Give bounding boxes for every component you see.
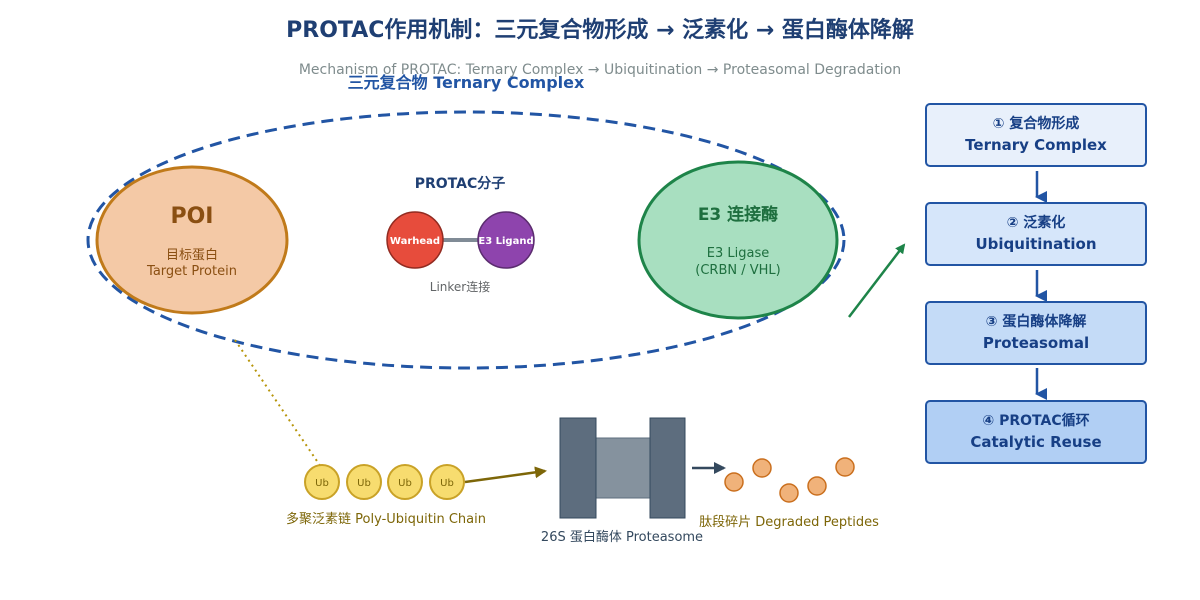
- proteasome-cap-right: [649, 417, 686, 519]
- step-2-line2: Ubiquitination: [975, 235, 1097, 253]
- ub-bead-2: [346, 464, 382, 500]
- proteasome-core: [593, 437, 653, 499]
- peptide-1: [724, 472, 744, 492]
- ub-bead-1: [304, 464, 340, 500]
- e3-name: E3 Ligase: [707, 246, 769, 261]
- step-3-line1: ③ 蛋白酶体降解: [985, 314, 1087, 330]
- step-1-line1: ① 复合物形成: [992, 116, 1080, 132]
- step-4-line1: ④ PROTAC循环: [982, 413, 1090, 429]
- main-title: PROTAC作用机制：三元复合物形成 → 泛素化 → 蛋白酶体降解: [286, 17, 914, 43]
- peptide-4: [807, 476, 827, 496]
- step-1-line2: Ternary Complex: [965, 136, 1107, 154]
- linker-label: Linker连接: [430, 279, 490, 294]
- ub-label-1: Ub: [315, 478, 329, 489]
- poi-name-en: Target Protein: [146, 264, 237, 279]
- ternary-complex-boundary: [86, 110, 846, 370]
- poi-name-cn: 目标蛋白: [166, 247, 218, 263]
- step-4-line2: Catalytic Reuse: [970, 433, 1102, 451]
- subtitle: Mechanism of PROTAC: Ternary Complex → U…: [299, 62, 901, 78]
- step-1-box: ① 复合物形成 Ternary Complex: [925, 103, 1147, 167]
- step-2-line1: ② 泛素化: [1006, 215, 1066, 231]
- peptide-3: [779, 483, 799, 503]
- proteasome-label: 26S 蛋白酶体 Proteasome: [541, 529, 703, 545]
- e3-ligase: [637, 160, 839, 320]
- e3-ligand-label: E3 Ligand: [478, 236, 533, 247]
- poi-abbr: POI: [170, 204, 213, 229]
- peptide-5: [835, 457, 855, 477]
- step-4-box: ④ PROTAC循环 Catalytic Reuse: [925, 400, 1147, 464]
- e3-types: (CRBN / VHL): [695, 263, 780, 278]
- step-2-box: ② 泛素化 Ubiquitination: [925, 202, 1147, 266]
- step-3-line2: Proteasomal: [982, 334, 1090, 352]
- ub-label-2: Ub: [357, 478, 371, 489]
- e3-title: E3 连接酶: [698, 204, 778, 225]
- ternary-complex-label: 三元复合物 Ternary Complex: [348, 73, 585, 92]
- ub-label-4: Ub: [440, 478, 454, 489]
- warhead-node: [386, 211, 444, 269]
- protac-title: PROTAC分子: [415, 176, 506, 192]
- peptides-label: 肽段碎片 Degraded Peptides: [699, 515, 879, 530]
- proteasome-cap-left: [559, 417, 597, 519]
- ub-to-proteasome-arrow: [464, 466, 547, 484]
- poi-protein: [95, 165, 289, 315]
- step-3-box: ③ 蛋白酶体降解 Proteasomal: [925, 301, 1147, 365]
- to-steps-arrow: [848, 243, 906, 318]
- ub-label-3: Ub: [398, 478, 412, 489]
- ub-bead-3: [387, 464, 423, 500]
- ubiquitin-tether: [234, 339, 322, 468]
- e3-ligand-node: [477, 211, 535, 269]
- peptide-2: [752, 458, 772, 478]
- ub-bead-4: [429, 464, 465, 500]
- ub-chain-label: 多聚泛素链 Poly-Ubiquitin Chain: [286, 511, 486, 527]
- warhead-label: Warhead: [390, 236, 440, 247]
